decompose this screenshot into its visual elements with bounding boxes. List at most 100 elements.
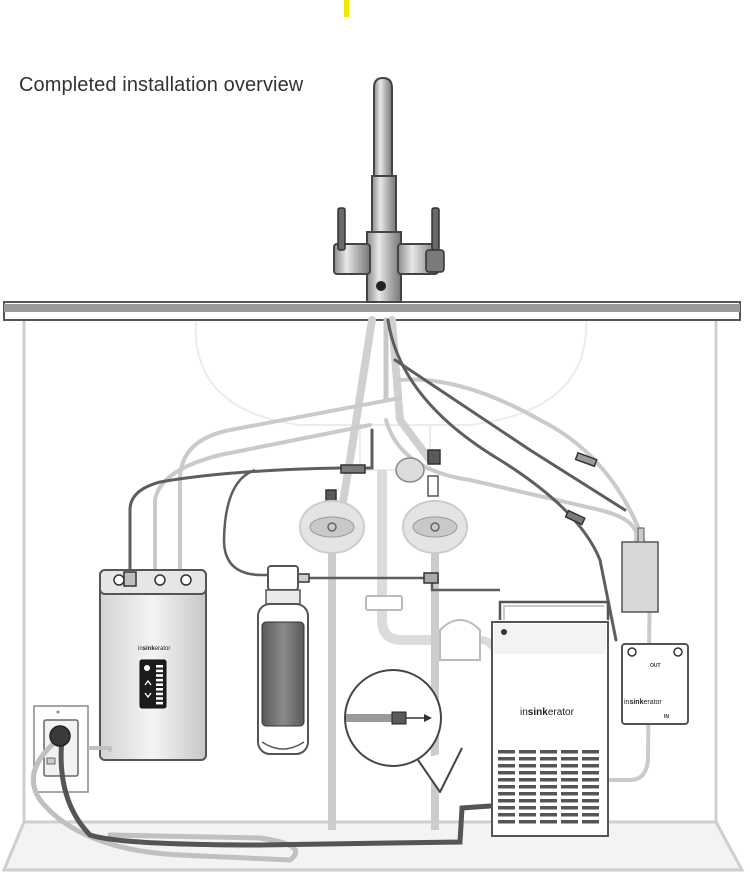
vent-slot [582, 799, 599, 803]
vent-slot [540, 771, 557, 775]
unit-brand-prefix: in [520, 707, 528, 718]
vent-slot [561, 799, 578, 803]
vent-slot [540, 785, 557, 789]
hot-water-tank [99, 569, 207, 761]
t-valve [395, 457, 439, 497]
brand-prefix: in [138, 646, 143, 652]
svg-text:insinkerator: insinkerator [138, 646, 170, 652]
svg-text:insinkerator: insinkerator [520, 707, 575, 718]
vent-slot [582, 771, 599, 775]
vent-slot [498, 813, 515, 817]
vent-slot [519, 764, 536, 768]
unit-brand-suffix: erator [548, 707, 575, 718]
in-label: IN [664, 714, 669, 720]
vent-slot [561, 750, 578, 754]
vent-slot [519, 785, 536, 789]
brand-suffix: erator [155, 646, 171, 652]
level-bar [156, 665, 163, 668]
level-bar [156, 669, 163, 673]
vent-slot [498, 750, 515, 754]
vent-slot [561, 806, 578, 810]
level-bar [156, 678, 163, 682]
isolation-valve-right [402, 500, 468, 554]
sink-bowl [194, 319, 588, 471]
vent-slot [540, 813, 557, 817]
vent-slot [582, 820, 599, 824]
vent-slot [519, 750, 536, 754]
vent-slot [498, 778, 515, 782]
vent-slot [561, 813, 578, 817]
level-bar [156, 674, 163, 677]
level-bar [156, 701, 163, 705]
vent-slot [582, 813, 599, 817]
vent-slot [582, 792, 599, 796]
vent-slot [540, 799, 557, 803]
out-label: OUT [650, 663, 661, 669]
tank-logo: insinkerator [138, 646, 170, 652]
vent-slot [519, 799, 536, 803]
vent-slot [561, 820, 578, 824]
vent-slot [540, 778, 557, 782]
vent-slot [498, 771, 515, 775]
vent-slot [540, 750, 557, 754]
level-bar [156, 697, 163, 700]
unit-brand-mid: sink [528, 707, 548, 718]
vent-slot [519, 771, 536, 775]
vent-slot [540, 806, 557, 810]
svg-text:insinkerator: insinkerator [624, 699, 662, 706]
dark-pipes [128, 318, 627, 642]
vent-slot [561, 771, 578, 775]
module-brand-prefix: in [624, 699, 630, 706]
tap [333, 76, 445, 303]
vent-slot [561, 757, 578, 761]
vent-slot [540, 792, 557, 796]
vent-slot [561, 792, 578, 796]
vent-slot [519, 820, 536, 824]
vent-slot [582, 764, 599, 768]
brand-mid: sink [143, 646, 156, 652]
vent-slot [582, 785, 599, 789]
socket-plug [49, 725, 71, 747]
vent-slot [519, 806, 536, 810]
vent-slot [582, 750, 599, 754]
isolation-valve-left [299, 500, 365, 554]
accent-mark [344, 0, 349, 17]
vent-slot [498, 764, 515, 768]
module-brand-mid: sink [629, 699, 643, 706]
vent-slot [582, 806, 599, 810]
unit-logo: insinkerator [520, 707, 575, 718]
vent-slot [582, 757, 599, 761]
vent-slot [498, 785, 515, 789]
vent-slot [498, 799, 515, 803]
vent-slot [540, 820, 557, 824]
vent-slot [561, 764, 578, 768]
vent-slot [540, 764, 557, 768]
vent-slot [498, 806, 515, 810]
vent-slot [561, 785, 578, 789]
level-bar [156, 688, 163, 691]
unit-vents [498, 750, 599, 824]
vent-slot [519, 813, 536, 817]
vent-slot [582, 778, 599, 782]
vent-slot [540, 757, 557, 761]
level-bar [156, 683, 163, 686]
magnifier-callout [344, 669, 463, 793]
filter-hose [222, 468, 500, 592]
module-brand-suffix: erator [643, 699, 662, 706]
vent-slot [519, 792, 536, 796]
vent-slot [519, 757, 536, 761]
water-filter [257, 565, 309, 755]
level-bar [156, 692, 163, 696]
tank-level-bars [156, 665, 163, 705]
trap [365, 595, 481, 661]
vent-slot [498, 792, 515, 796]
tap-tails [336, 316, 434, 524]
vent-slot [519, 778, 536, 782]
connectors [294, 449, 598, 584]
vent-slot [561, 778, 578, 782]
control-module: insinkerator OUT IN [621, 527, 689, 725]
vent-slot [498, 820, 515, 824]
power-cables [30, 735, 493, 863]
diagram-caption: Completed installation overview [19, 74, 304, 96]
